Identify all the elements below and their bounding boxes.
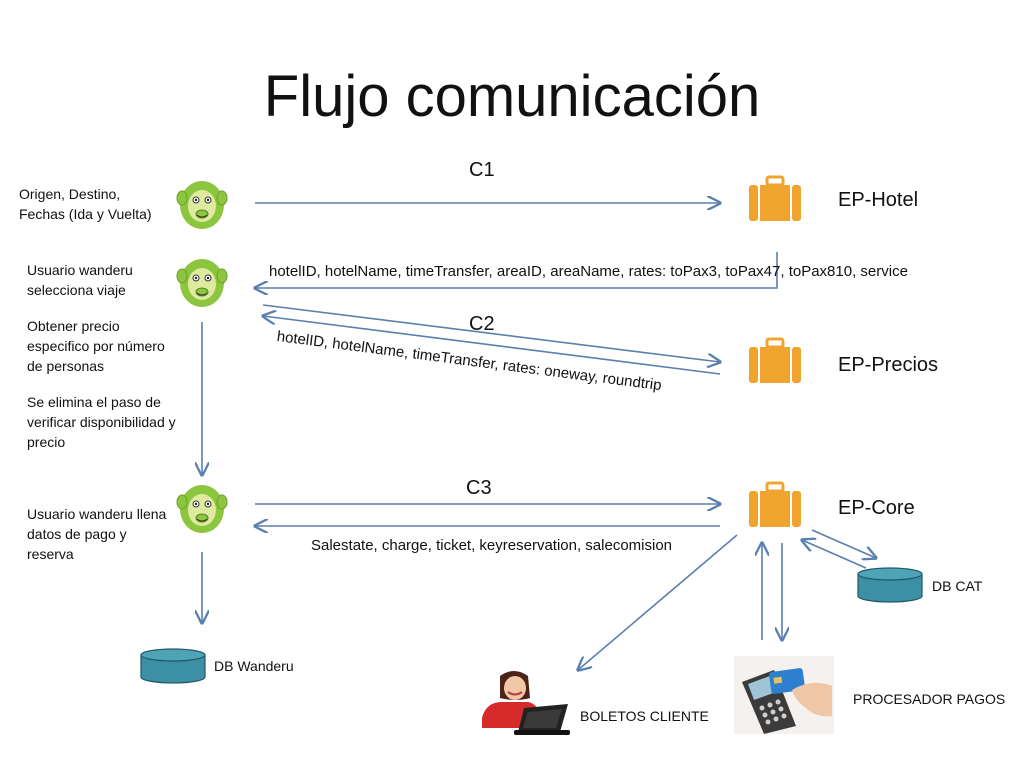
endpoint-core: EP-Core xyxy=(838,497,915,519)
connection-label-c1: C1 xyxy=(469,159,495,181)
arrow-precios-response xyxy=(263,316,721,375)
note-elimina-paso: Se elimina el paso de verificar disponib… xyxy=(27,394,176,450)
note-obtener-precio: Obtener precio especifico por número de … xyxy=(27,318,165,374)
arrow-c2-request xyxy=(262,304,720,362)
note-selecciona-viaje: Usuario wanderu selecciona viaje xyxy=(27,262,133,298)
arrow-core-to-boletos xyxy=(578,534,738,670)
suitcase-icon xyxy=(749,337,801,383)
db-wanderu-label: DB Wanderu xyxy=(214,658,294,674)
suitcase-icon xyxy=(749,481,801,527)
monkey-icon xyxy=(176,485,228,533)
arrow-hotel-response xyxy=(255,252,778,288)
connection-label-c2: C2 xyxy=(469,313,495,335)
note-llena-datos: Usuario wanderu llena datos de pago y re… xyxy=(27,506,167,562)
endpoint-precios: EP-Precios xyxy=(838,354,939,376)
note-origen: Origen, Destino, Fechas (Ida y Vuelta) xyxy=(19,186,152,222)
connection-label-c3: C3 xyxy=(466,477,492,499)
endpoint-hotel: EP-Hotel xyxy=(838,189,919,211)
boletos-cliente-label: BOLETOS CLIENTE xyxy=(580,708,709,724)
response-core: Salestate, charge, ticket, keyreservatio… xyxy=(311,537,673,554)
payment-terminal-icon xyxy=(734,656,834,734)
database-icon xyxy=(857,567,923,603)
db-cat-label: DB CAT xyxy=(932,578,983,594)
response-hotel: hotelID, hotelName, timeTransfer, areaID… xyxy=(269,263,908,280)
monkey-icon xyxy=(176,181,228,229)
arrow-core-to-db-cat xyxy=(811,529,876,558)
person-laptop-icon xyxy=(482,671,570,735)
monkey-icon xyxy=(176,259,228,307)
page-title: Flujo comunicación xyxy=(263,64,761,129)
arrow-db-cat-to-core xyxy=(802,540,867,569)
database-icon xyxy=(140,648,206,684)
procesador-pagos-label: PROCESADOR PAGOS xyxy=(853,691,1006,707)
suitcase-icon xyxy=(749,175,801,221)
